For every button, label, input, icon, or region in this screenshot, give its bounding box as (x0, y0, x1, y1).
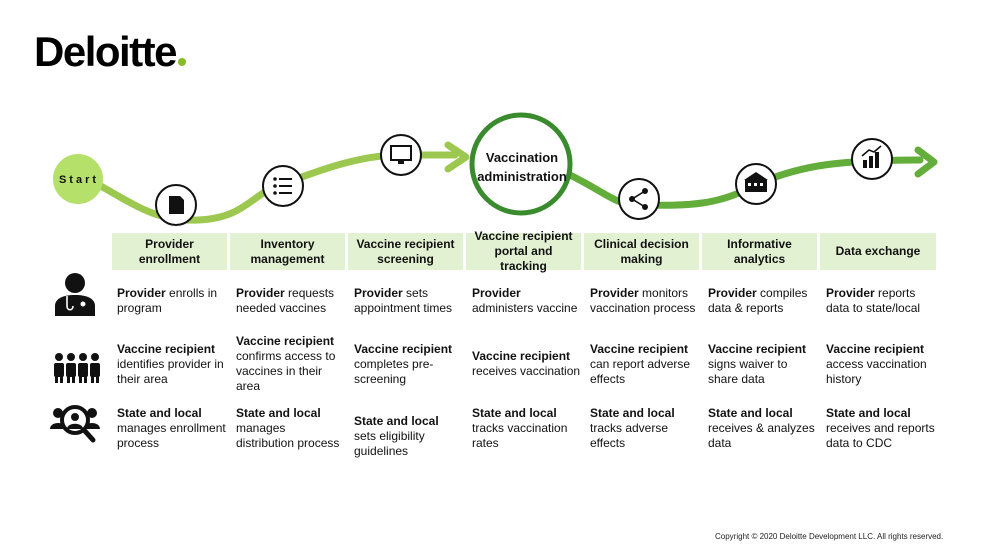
cell-state-6: State and local receives & analyzes data (708, 406, 815, 450)
cell-recipient-5: Vaccine recipient can report adverse eff… (590, 342, 691, 386)
deloitte-logo: Deloitte (34, 28, 187, 76)
cell-recipient-2: Vaccine recipient confirms access to vac… (236, 334, 336, 393)
stage-provider-enrollment: Provider enrollment (112, 233, 227, 270)
document-icon (155, 184, 197, 226)
flow-curve-right (566, 156, 924, 209)
cell-state-3: State and local sets eligibility guideli… (354, 414, 439, 458)
stage-clinical-decision: Clinical decision making (584, 233, 699, 270)
cell-state-5: State and local tracks adverse effects (590, 406, 675, 450)
cell-state-1: State and local manages enrollment proce… (117, 406, 226, 450)
cell-recipient-3: Vaccine recipient completes pre-screenin… (354, 342, 453, 386)
people-group-icon (54, 353, 100, 383)
cell-provider-7: Provider reports data to state/local (826, 286, 921, 315)
flow-curve-left (76, 151, 459, 224)
cell-recipient-1: Vaccine recipient identifies provider in… (117, 342, 224, 386)
cell-provider-3: Provider sets appointment times (354, 286, 453, 315)
hub-node (469, 112, 573, 216)
doctor-icon (55, 273, 95, 316)
people-search-icon (50, 405, 100, 443)
cell-state-4: State and local tracks vaccination rates (472, 406, 568, 450)
stage-data-exchange: Data exchange (820, 233, 936, 270)
cell-state-2: State and local manages distribution pro… (236, 406, 340, 450)
chart-icon (851, 138, 893, 180)
stage-informative-analytics: Informative analytics (702, 233, 817, 270)
cell-recipient-7: Vaccine recipient access vaccination his… (826, 342, 927, 386)
stage-inventory-management: Inventory management (230, 233, 345, 270)
logo-text: Deloitte (34, 28, 178, 75)
cell-provider-6: Provider compiles data & reports (708, 286, 808, 315)
stage-portal-tracking: Vaccine recipient portal and tracking (466, 229, 581, 273)
monitor-icon (380, 134, 422, 176)
start-label: Start (58, 174, 100, 186)
cell-provider-1: Provider enrolls in program (117, 286, 218, 315)
start-node (53, 154, 103, 204)
cell-provider-5: Provider monitors vaccination process (590, 286, 696, 315)
flow-arrow-right (914, 146, 938, 178)
cell-provider-2: Provider requests needed vaccines (236, 286, 335, 315)
hub-label: Vaccination administration (477, 150, 567, 184)
share-icon (618, 178, 660, 220)
list-icon (262, 165, 304, 207)
building-icon (735, 163, 777, 205)
stage-recipient-screening: Vaccine recipient screening (348, 233, 463, 270)
cell-provider-4: Provider administers vaccine (472, 286, 578, 315)
cell-recipient-6: Vaccine recipient signs waiver to share … (708, 342, 807, 386)
copyright-notice: Copyright © 2020 Deloitte Development LL… (715, 532, 944, 541)
flow-arrow-left (444, 141, 470, 173)
cell-state-7: State and local receives and reports dat… (826, 406, 935, 450)
logo-dot (178, 58, 187, 66)
cell-recipient-4: Vaccine recipient receives vaccination (472, 349, 581, 378)
